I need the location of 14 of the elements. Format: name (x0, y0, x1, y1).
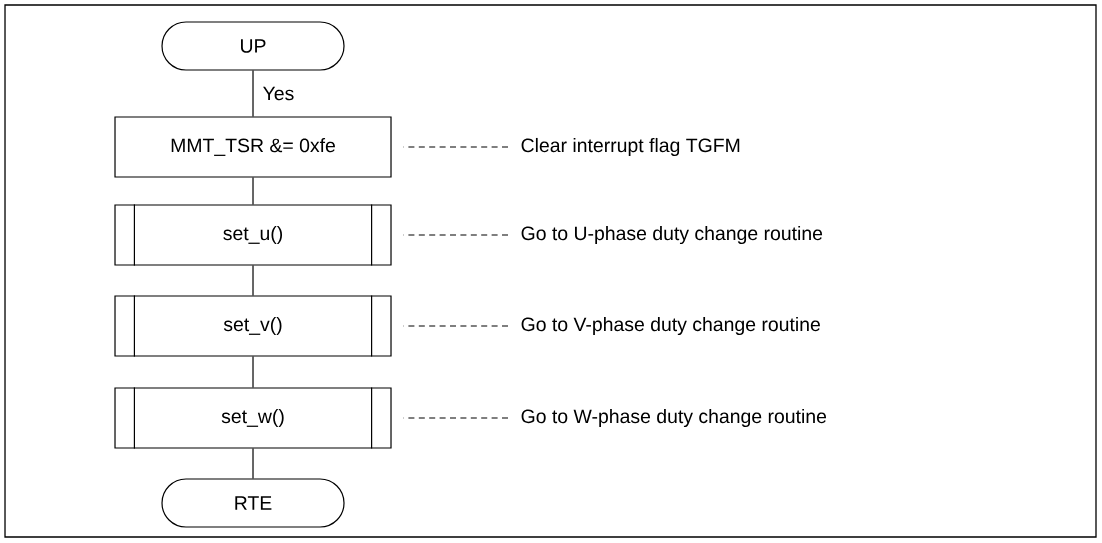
comment-text: Go to V-phase duty change routine (521, 316, 820, 336)
connector-line (252, 265, 254, 296)
subroutine-box: set_w() (114, 386, 392, 450)
comment-text: Clear interrupt flag TGFM (521, 137, 740, 157)
connector-line (252, 177, 254, 205)
subroutine-box: set_u() (114, 203, 392, 267)
comment-text: Go to W-phase duty change routine (521, 408, 827, 428)
subroutine-box: set_v() (114, 294, 392, 358)
connector-line (252, 356, 254, 388)
connector-line (252, 70, 254, 117)
connector-line (252, 448, 254, 479)
comment-text: Go to U-phase duty change routine (521, 225, 823, 245)
process-box: MMT_TSR &= 0xfe (114, 116, 392, 178)
edge-label: Yes (261, 85, 296, 102)
